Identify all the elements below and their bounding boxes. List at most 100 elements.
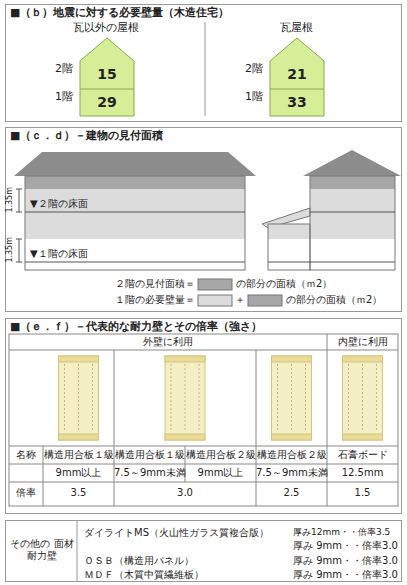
section-panel: ■（ｃ．ｄ）－建物の見付面積 bbox=[5, 127, 402, 312]
label-text: 7.5～9mm未満 bbox=[256, 467, 327, 479]
node-text: ■（ｂ）地震に対する必要壁量（木造住宅） bbox=[10, 6, 395, 19]
node-text: ＭＤＦ（木質中質繊維板） bbox=[84, 569, 289, 581]
nail-line bbox=[291, 364, 292, 432]
wall-outline bbox=[25, 176, 245, 270]
house-body bbox=[270, 38, 324, 116]
label-text: 3.5 bbox=[43, 487, 114, 499]
panel-frame bbox=[165, 356, 205, 362]
label-text: 12.5mm bbox=[327, 467, 398, 479]
panel-frame bbox=[343, 434, 383, 440]
node-text: ＯＳＢ（構造用パネル） bbox=[84, 555, 289, 567]
node-text: ■（ｅ．ｆ）－代表的な耐力壁とその倍率（強さ） bbox=[10, 320, 395, 333]
dimension-tick bbox=[16, 262, 22, 263]
roof bbox=[14, 152, 256, 176]
panel-frame bbox=[59, 434, 99, 440]
dark-swatch bbox=[198, 279, 232, 290]
label-text: 石膏ボード bbox=[327, 449, 398, 460]
light-swatch bbox=[198, 295, 232, 306]
floor-line bbox=[25, 262, 245, 263]
floor-divider bbox=[270, 89, 324, 90]
wall-outline bbox=[268, 224, 310, 270]
panel-frame bbox=[272, 356, 312, 362]
label-text: 1.35m bbox=[5, 235, 15, 265]
label-text: ＋ bbox=[234, 294, 246, 306]
nail-line bbox=[362, 364, 363, 432]
panel-board bbox=[272, 356, 312, 440]
label-text: 1階 bbox=[52, 90, 76, 103]
floor-value: 29 bbox=[79, 94, 135, 111]
nail-line bbox=[199, 364, 200, 432]
label-text: 倍率 bbox=[9, 487, 43, 499]
dimension-line bbox=[19, 189, 20, 212]
label-text: の部分の面積（ｍ2） bbox=[286, 294, 400, 306]
label-text: 構造用合板１級 bbox=[114, 449, 185, 460]
label-text: 1.5 bbox=[327, 487, 398, 499]
node-text: 厚み12mm・・倍率3.5 bbox=[293, 527, 399, 538]
nail-line bbox=[92, 364, 93, 432]
floor-value: 21 bbox=[269, 66, 325, 83]
label-text: 内壁に利用 bbox=[327, 336, 398, 348]
dimension-tick bbox=[16, 212, 22, 213]
node-text: その他の 面材耐力壁 bbox=[9, 538, 75, 562]
dimension-line bbox=[19, 239, 20, 262]
label-text: 構造用合板２級 bbox=[256, 449, 327, 460]
label-text: 構造用合板２級 bbox=[185, 449, 256, 460]
light-area bbox=[310, 189, 395, 239]
label-text: 外壁に利用 bbox=[9, 336, 327, 348]
house-shape: 21 33 bbox=[269, 37, 325, 117]
label-text: 瓦屋根 bbox=[231, 21, 361, 34]
nail-line bbox=[185, 364, 186, 432]
label-text: 構造用合板１級 bbox=[43, 449, 114, 460]
nail-line bbox=[171, 364, 172, 432]
label-text: 9mm以上 bbox=[185, 467, 256, 479]
nail-line bbox=[78, 364, 79, 432]
label-text: 1.35m bbox=[5, 185, 15, 215]
nail-line bbox=[277, 364, 278, 432]
materials-box: その他の 面材耐力壁ダイライトMS（火山性ガラス質複合版） 厚み12mm・・倍率3… bbox=[5, 520, 402, 582]
label-text: ▼２階の床面 bbox=[30, 198, 140, 210]
dark-area bbox=[25, 176, 245, 189]
dimension-tick bbox=[16, 239, 22, 240]
panel-frame bbox=[272, 434, 312, 440]
dark-swatch bbox=[248, 295, 282, 306]
label-text: ２階の見付面積＝ bbox=[80, 278, 195, 290]
panel-frame bbox=[165, 434, 205, 440]
label-text: 1階 bbox=[242, 90, 266, 103]
floor-value: 33 bbox=[269, 94, 325, 111]
section-panel: ■（ｅ．ｆ）－代表的な耐力壁とその倍率（強さ） bbox=[5, 318, 402, 514]
dark-area bbox=[310, 176, 395, 189]
node-text: ダイライトMS（火山性ガラス質複合版） bbox=[84, 527, 289, 539]
panel-frame bbox=[59, 356, 99, 362]
divider-line bbox=[205, 22, 206, 116]
nail-line bbox=[348, 364, 349, 432]
floor-line bbox=[25, 212, 245, 213]
floor-divider bbox=[80, 89, 134, 90]
node-text: 厚み 9mm・・倍率3.0 bbox=[293, 540, 399, 552]
panel-board bbox=[59, 356, 99, 440]
node-text: ■（ｃ．ｄ）－建物の見付面積 bbox=[10, 129, 395, 142]
node-text: 厚み 9mm・・倍率3.0 bbox=[293, 555, 399, 567]
label-text: 3.0 bbox=[114, 487, 256, 499]
table-grid bbox=[9, 334, 398, 506]
label-text: 名称 bbox=[9, 449, 43, 461]
roof bbox=[303, 150, 401, 176]
dimension-tick bbox=[16, 189, 22, 190]
house-body bbox=[80, 38, 134, 116]
label-text: 2.5 bbox=[256, 487, 327, 499]
node-text: 厚み 9mm・・倍率3.0 bbox=[293, 569, 399, 581]
light-area bbox=[25, 189, 245, 239]
label-text: 2階 bbox=[242, 62, 266, 75]
nail-line bbox=[305, 364, 306, 432]
label-text: １階の必要壁量＝ bbox=[80, 294, 195, 306]
floor-value: 15 bbox=[79, 66, 135, 83]
floor-line bbox=[268, 262, 395, 263]
cell-divider bbox=[77, 520, 78, 582]
panel-board bbox=[343, 356, 383, 440]
panel-frame bbox=[343, 356, 383, 362]
label-text: 瓦以外の屋根 bbox=[41, 21, 171, 34]
light-area bbox=[268, 224, 310, 239]
label-text: の部分の面積（ｍ2） bbox=[236, 278, 366, 290]
floor-line bbox=[310, 212, 395, 213]
wall-outline bbox=[310, 176, 395, 270]
